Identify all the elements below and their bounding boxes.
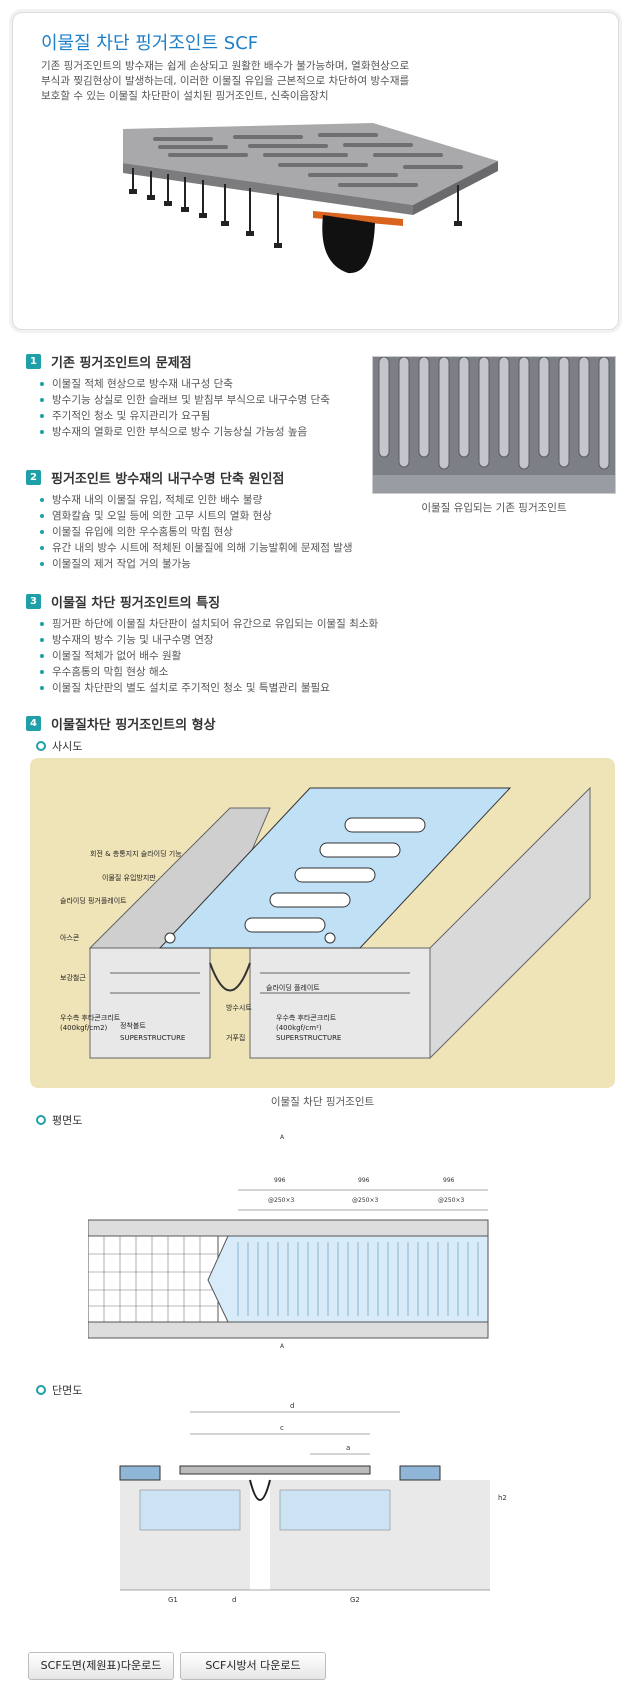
spec-download-button[interactable]: SCF시방서 다운로드 [180,1652,326,1680]
section-number: 2 [26,469,41,485]
list-item: 이물질의 제거 작업 거의 불가능 [40,556,353,572]
section-label: d [290,1402,294,1410]
section-shape: 4 이물질차단 핑거조인트의 형상 [26,714,216,733]
list-item: 염화칼슘 및 오일 등에 의한 고무 시트의 열화 현상 [40,508,353,524]
subsection-label: 평면도 [52,1114,83,1127]
section-title: 핑거조인트 방수재의 내구수명 단축 원인점 [51,471,285,487]
iso-label: 보강철근 [60,973,86,982]
existing-joint-photo [372,356,616,494]
section-label: d [232,1596,236,1604]
photo-caption: 이물질 유입되는 기존 핑거조인트 [421,502,567,514]
list-item: 이물질 적체 현상으로 방수재 내구성 단축 [40,376,330,392]
plan-label: 996 [443,1177,455,1184]
page-title: 이물질 차단 핑거조인트 SCF [41,33,259,54]
section-label: a [346,1444,350,1452]
hero-description: 기존 핑거조인트의 방수재는 쉽게 손상되고 원활한 배수가 불가능하며, 열화… [41,59,441,104]
subsection-iso: 사시도 [36,738,82,754]
circle-bullet-icon [36,1385,46,1395]
plan-label: 996 [274,1177,286,1184]
list-item: 방수기능 상실로 인한 슬래브 및 받침부 부식으로 내구수명 단축 [40,392,330,408]
list-item: 방수재 내의 이물질 유입, 적체로 인한 배수 불량 [40,492,353,508]
list-item: 우수홈통의 막힘 현상 해소 [40,664,378,680]
list-item: 방수재의 열화로 인한 부식으로 방수 기능상실 가능성 높음 [40,424,330,440]
section-drawing: d c a h2 G1 d G2 [119,1402,507,1604]
section-number: 3 [26,593,41,609]
iso-label: (400kgf/cm²) [276,1024,322,1032]
iso-label: 방수시트 [226,1003,252,1012]
list-item: 이물질 유입에 의한 우수홈통의 막힘 현상 [40,524,353,540]
list-item: 유간 내의 방수 시트에 적체된 이물질에 의해 기능발휘에 문제점 발생 [40,540,353,556]
hero-desc-line: 보호할 수 있는 이물질 차단판이 설치된 핑거조인트, 신축이음장치 [41,90,329,102]
iso-label: 이물질 유입방지판 [102,873,156,882]
list-item: 주기적인 청소 및 유지관리가 요구됨 [40,408,330,424]
product-image [123,123,498,274]
iso-caption: 이물질 차단 핑거조인트 [270,1096,375,1108]
plan-label: 996 [358,1177,370,1184]
circle-bullet-icon [36,741,46,751]
iso-label: 우수측 후타콘크리트 [276,1013,337,1022]
plan-drawing: A 996 996 996 @250×3 @250×3 @250×3 A [88,1134,489,1350]
section-label: G2 [350,1596,360,1604]
iso-label: 우수측 후타콘크리트 [60,1013,121,1022]
section-causes: 2 핑거조인트 방수재의 내구수명 단축 원인점 방수재 내의 이물질 유입, … [26,468,353,572]
list-item: 이물질 차단판의 별도 설치로 주기적인 청소 및 특별관리 불필요 [40,680,378,696]
iso-label: 정착볼트 [120,1021,146,1030]
section-features: 3 이물질 차단 핑거조인트의 특징 핑거판 하단에 이물질 차단판이 설치되어… [26,592,378,696]
circle-bullet-icon [36,1115,46,1125]
subsection-label: 단면도 [52,1384,83,1397]
iso-label: SUPERSTRUCTURE [120,1034,185,1042]
section-title: 이물질 차단 핑거조인트의 특징 [51,595,221,611]
hero-panel: 이물질 차단 핑거조인트 SCF 기존 핑거조인트의 방수재는 쉽게 손상되고 … [12,12,619,330]
iso-label: 회전 & 층통지지 슬라이딩 기능 [90,849,182,858]
plan-label: @250×3 [352,1197,378,1204]
iso-label: 슬라이딩 핑거플레이트 [60,896,127,905]
section-label: h2 [498,1494,507,1502]
section-problems: 1 기존 핑거조인트의 문제점 이물질 적체 현상으로 방수재 내구성 단축 방… [26,352,330,440]
iso-label: 거푸집 [226,1033,245,1042]
plan-label: @250×3 [268,1197,294,1204]
download-buttons: SCF도면(제원표)다운로드 SCF시방서 다운로드 [28,1652,326,1680]
section-label: G1 [168,1596,178,1604]
section-title: 기존 핑거조인트의 문제점 [51,355,192,371]
section-number: 4 [26,715,41,731]
list-item: 방수재의 방수 기능 및 내구수명 연장 [40,632,378,648]
plan-label: A [280,1134,285,1141]
hero-desc-line: 기존 핑거조인트의 방수재는 쉽게 손상되고 원활한 배수가 불가능하며, 열화… [41,60,410,72]
section-title: 이물질차단 핑거조인트의 형상 [51,717,216,733]
isometric-drawing: 회전 & 층통지지 슬라이딩 기능 이물질 유입방지판 슬라이딩 핑거플레이트 … [30,758,615,1088]
subsection-plan: 평면도 [36,1112,82,1128]
subsection-section: 단면도 [36,1382,82,1398]
list-item: 핑거판 하단에 이물질 차단판이 설치되어 유간으로 유입되는 이물질 최소화 [40,616,378,632]
section-number: 1 [26,353,41,369]
plan-label: A [280,1343,285,1350]
subsection-label: 사시도 [52,740,83,753]
hero-desc-line: 부식과 찢김현상이 발생하는데, 이러한 이물질 유입을 근본적으로 차단하여 … [41,75,410,87]
iso-label: SUPERSTRUCTURE [276,1034,341,1042]
plan-label: @250×3 [438,1197,464,1204]
list-item: 이물질 적체가 없어 배수 원활 [40,648,378,664]
drawing-download-button[interactable]: SCF도면(제원표)다운로드 [28,1652,174,1680]
iso-label: 슬라이딩 플레이트 [266,983,320,992]
iso-label: 아스콘 [60,933,80,942]
iso-label: (400kgf/cm2) [60,1024,108,1032]
section-label: c [280,1424,284,1432]
